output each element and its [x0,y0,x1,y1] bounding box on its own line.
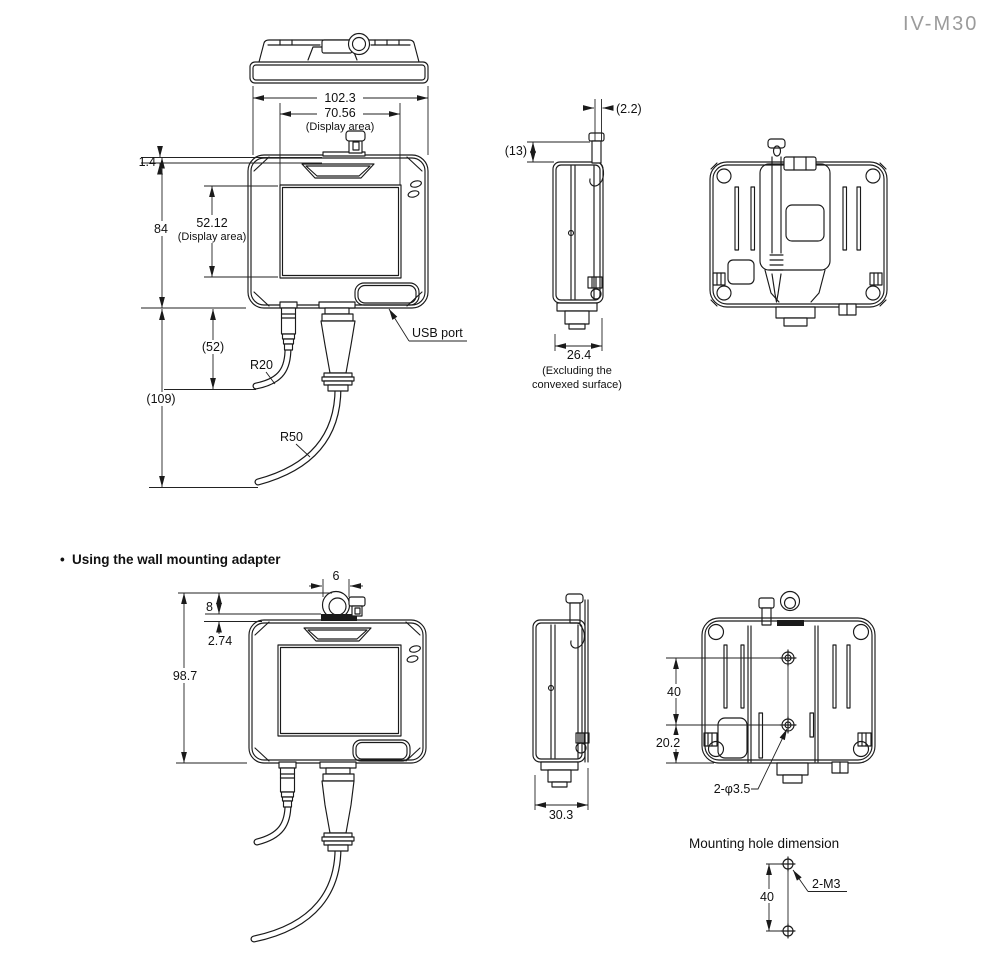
dim-display-height: 52.12 (Display area) [178,185,278,278]
dim-hook-width: 6 [309,569,363,597]
side-view [552,132,605,330]
dim-display-width: 70.56 (Display area) [279,103,401,185]
dim-display-width-note: (Display area) [306,121,374,133]
label-radius-small: R20 [250,358,276,385]
dim-latch-height: (13) [505,141,590,163]
dim-overall-height: 84 [141,157,246,309]
dim-bezel-top-value: 1.4 [139,155,156,169]
dim-hook-width-value: 6 [333,569,340,583]
mounting-hole-diagram: Mounting hole dimension 40 2-M3 [689,836,847,939]
label-hole-spec: 2-φ3.5 [714,728,788,796]
label-radius-large: R50 [280,430,311,458]
dim-cable-bend-long: (109) [141,309,258,488]
dim-hook-offset: 2.74 [204,621,262,648]
dim-protrusion-depth: (2.2) [583,99,642,141]
dim-display-height-note: (Display area) [178,231,246,243]
usb-port-label: USB port [412,326,463,340]
dim-body-depth-value: 26.4 [567,348,591,362]
dim-overall-width: 102.3 [252,86,429,155]
dim-wall-body-depth: 30.3 [534,768,589,822]
hole-spec-value: 2-φ3.5 [714,782,751,796]
wall-cables-and-connectors [250,761,357,943]
radius-small-value: R20 [250,358,273,372]
dim-body-depth-note2: convexed surface) [532,379,622,391]
dim-hole-pitch: 40 [661,657,783,726]
model-name: IV-M30 [903,13,978,35]
dim-protrusion-depth-value: (2.2) [616,102,642,116]
dim-hook-height: 8 [178,592,332,615]
radius-large-value: R50 [280,430,303,444]
dim-hook-offset-value: 2.74 [208,634,232,648]
dim-hole-offset-bottom: 20.2 [652,725,714,764]
rear-view [709,138,888,327]
section2-heading: • Using the wall mounting adapter [60,552,281,567]
dim-cable-bend-short: (52) [164,309,256,390]
dim-display-width-value: 70.56 [324,106,355,120]
dim-latch-height-value: (13) [505,144,527,158]
cables-and-connectors [252,301,356,486]
dim-display-height-value: 52.12 [196,216,227,230]
label-usb-port: USB port [388,308,467,342]
wall-side-view [532,593,590,788]
section2-heading-text: Using the wall mounting adapter [72,552,281,567]
dim-hook-height-value: 8 [206,600,213,614]
dim-bezel-top: 1.4 [139,146,322,175]
mounting-hole-pitch-value: 40 [760,890,774,904]
top-view [249,32,429,84]
dim-body-depth-note1: (Excluding the [542,365,612,377]
dim-cable-bend-long-value: (109) [146,392,175,406]
mounting-hole-title: Mounting hole dimension [689,836,839,851]
dim-hole-offset-bottom-value: 20.2 [656,736,680,750]
dim-overall-height-value: 84 [154,222,168,236]
dim-hole-pitch-value: 40 [667,685,681,699]
wall-rear-view [701,590,876,784]
dim-cable-bend-short-value: (52) [202,340,224,354]
dim-wall-body-depth-value: 30.3 [549,808,573,822]
screw-spec-value: 2-M3 [812,877,841,891]
dim-wall-overall-height: 98.7 [166,593,247,764]
wall-front-view [248,590,427,764]
dim-overall-width-value: 102.3 [324,91,355,105]
section2-bullet: • [60,552,65,567]
dim-body-depth: 26.4 (Excluding the convexed surface) [532,318,622,391]
dim-wall-overall-height-value: 98.7 [173,669,197,683]
